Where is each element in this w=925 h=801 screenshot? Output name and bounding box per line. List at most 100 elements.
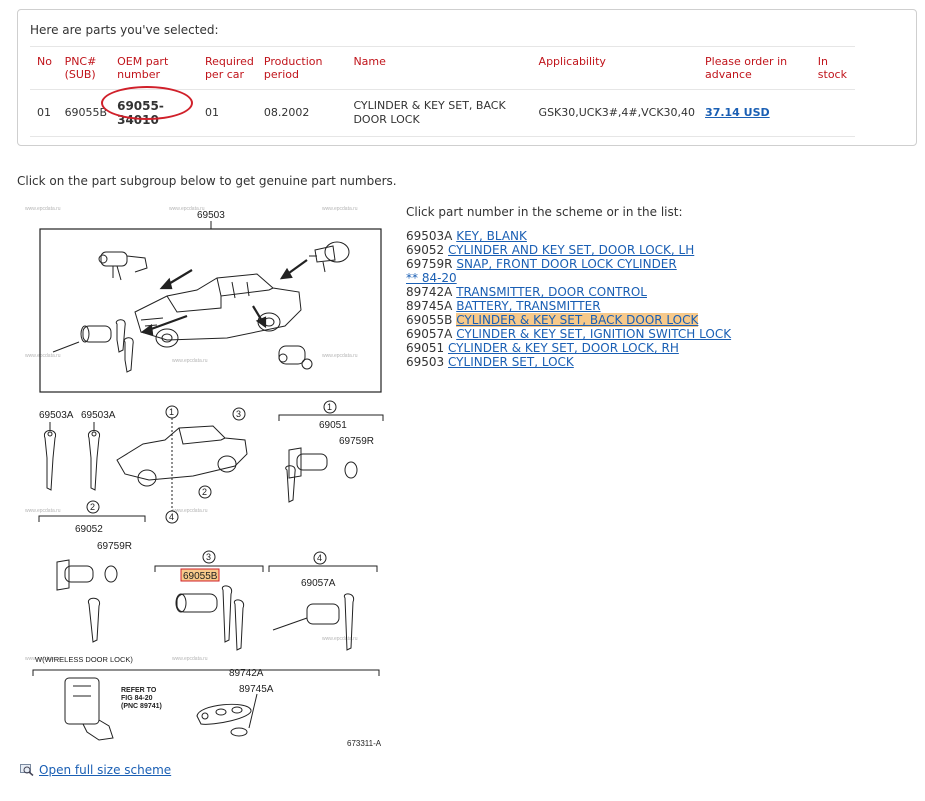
open-full-size-scheme-link[interactable]: Open full size scheme	[39, 763, 172, 777]
highlight-69055b	[180, 568, 220, 582]
label-69055b[interactable]: 69055B	[183, 571, 218, 582]
parts-list-item: 69055B CYLINDER & KEY SET, BACK DOOR LOC…	[406, 313, 731, 327]
callout-number: 3	[206, 552, 211, 562]
part-name-link[interactable]: CYLINDER & KEY SET, BACK DOOR LOCK	[456, 313, 699, 327]
label-69052[interactable]: 69052	[75, 524, 103, 535]
lock-cylinder-with-keys-icon	[52, 319, 134, 373]
selected-parts-title: Here are parts you've selected:	[30, 23, 219, 37]
callout-number: 1	[169, 407, 174, 417]
cell-no: 01	[30, 89, 58, 137]
part-code: 69503A	[406, 229, 453, 243]
cell-stock	[810, 89, 855, 137]
part-name-link[interactable]: SNAP, FRONT DOOR LOCK CYLINDER	[456, 257, 677, 271]
part-name-link[interactable]: CYLINDER AND KEY SET, DOOR LOCK, LH	[448, 243, 695, 257]
part-name-link[interactable]: BATTERY, TRANSMITTER	[456, 299, 601, 313]
watermark: www.epcdata.ru	[25, 656, 61, 662]
label-wireless-door-lock: W(WIRELESS DOOR LOCK)	[35, 655, 133, 664]
label-69503[interactable]: 69503	[197, 210, 225, 221]
part-code: 69057A	[406, 327, 453, 341]
col-order: Please order in advance	[698, 46, 811, 90]
watermark: www.epcdata.ru	[172, 508, 208, 514]
col-stock: In stock	[810, 46, 855, 90]
cell-price: 37.14 USD	[698, 89, 811, 137]
parts-list-item: ** 84-20	[406, 271, 731, 285]
part-code: 69503	[406, 355, 445, 369]
oem-highlight-circle	[101, 86, 194, 120]
cell-required: 01	[197, 89, 257, 137]
ignition-lock-cylinder-icon	[272, 593, 355, 651]
cell-oem: 69055-34010	[101, 86, 198, 137]
watermark: www.epcdata.ru	[25, 508, 61, 514]
part-name-link[interactable]: CYLINDER SET, LOCK	[448, 355, 574, 369]
key-blank-icon	[43, 422, 101, 491]
part-code: 89745A	[406, 299, 453, 313]
parts-list-title: Click part number in the scheme or in th…	[406, 205, 683, 219]
parts-list-item: 69057A CYLINDER & KEY SET, IGNITION SWIT…	[406, 327, 731, 341]
parts-list-item: 69759R SNAP, FRONT DOOR LOCK CYLINDER	[406, 257, 731, 271]
parts-list-item: 69051 CYLINDER & KEY SET, DOOR LOCK, RH	[406, 341, 731, 355]
label-69057a[interactable]: 69057A	[301, 578, 336, 589]
scheme-top-frame	[39, 228, 382, 393]
callout-number: 2	[90, 502, 95, 512]
lock-cylinder-icon	[278, 345, 313, 370]
part-name-link[interactable]: CYLINDER & KEY SET, DOOR LOCK, RH	[448, 341, 679, 355]
lock-cylinder-with-keys-icon	[56, 559, 118, 643]
parts-list-item: 89742A TRANSMITTER, DOOR CONTROL	[406, 285, 731, 299]
figure-number: 673311-A	[347, 739, 382, 748]
watermark: www.epcdata.ru	[25, 353, 61, 359]
label-69503a[interactable]: 69503A	[81, 410, 116, 421]
col-pnc: PNC#(SUB)	[57, 46, 111, 90]
lock-cylinder-icon	[309, 241, 350, 273]
door-control-receiver-icon	[64, 677, 114, 741]
col-oem: OEM part number	[110, 46, 198, 90]
parts-scheme-diagram[interactable]: www.epcdata.ru www.epcdata.ru www.epcdat…	[17, 200, 387, 755]
col-no: No	[30, 46, 58, 90]
callout-number: 3	[236, 409, 241, 419]
callout-number: 1	[327, 402, 332, 412]
watermark: www.epcdata.ru	[172, 656, 208, 662]
watermark: www.epcdata.ru	[322, 206, 358, 212]
part-code: 69052	[406, 243, 445, 257]
back-door-lock-cylinder-icon	[175, 585, 245, 651]
watermark: www.epcdata.ru	[322, 353, 358, 359]
price-link[interactable]: 37.14 USD	[705, 106, 770, 119]
scheme-arrows	[140, 259, 308, 336]
part-name-link[interactable]: KEY, BLANK	[456, 229, 527, 243]
refer-text: (PNC 89741)	[121, 703, 162, 710]
label-89745a[interactable]: 89745A	[239, 684, 274, 695]
table-row: 01 69055B 69055-34010 01 08.2002 CYLINDE…	[30, 86, 855, 137]
selected-parts-panel: Here are parts you've selected: No PNC#(…	[17, 9, 917, 146]
part-name-link[interactable]: TRANSMITTER, DOOR CONTROL	[456, 285, 647, 299]
cell-pnc: 69055B	[57, 89, 111, 137]
refer-text: FIG 84-20	[121, 695, 153, 702]
part-code: 89742A	[406, 285, 453, 299]
col-applicability: Applicability	[531, 46, 699, 90]
label-69051[interactable]: 69051	[319, 420, 347, 431]
part-name-link[interactable]: ** 84-20	[406, 271, 457, 285]
instruction-text: Click on the part subgroup below to get …	[17, 174, 397, 188]
watermark: www.epcdata.ru	[322, 636, 358, 642]
cell-production: 08.2002	[256, 89, 347, 137]
truck-illustration-top	[134, 273, 302, 348]
full-size-scheme-row: Open full size scheme	[20, 763, 171, 777]
label-69759r[interactable]: 69759R	[97, 541, 132, 552]
cell-applicability: GSK30,UCK3#,4#,VCK30,40	[531, 89, 699, 137]
label-69503a[interactable]: 69503A	[39, 410, 74, 421]
lock-cylinder-with-keys-icon	[285, 447, 358, 503]
part-name-link[interactable]: CYLINDER & KEY SET, IGNITION SWITCH LOCK	[456, 327, 732, 341]
callout-number: 4	[317, 553, 322, 563]
part-code: 69759R	[406, 257, 453, 271]
lock-cylinder-icon	[98, 251, 148, 281]
label-89742a[interactable]: 89742A	[229, 668, 264, 679]
parts-list-item: 69503A KEY, BLANK	[406, 229, 731, 243]
callout-number: 2	[202, 487, 207, 497]
col-production: Production period	[256, 46, 347, 90]
refer-text: REFER TO	[121, 687, 157, 694]
watermark: www.epcdata.ru	[169, 206, 205, 212]
callout-number: 4	[169, 512, 174, 522]
label-69759r[interactable]: 69759R	[339, 436, 374, 447]
watermark: www.epcdata.ru	[172, 358, 208, 364]
